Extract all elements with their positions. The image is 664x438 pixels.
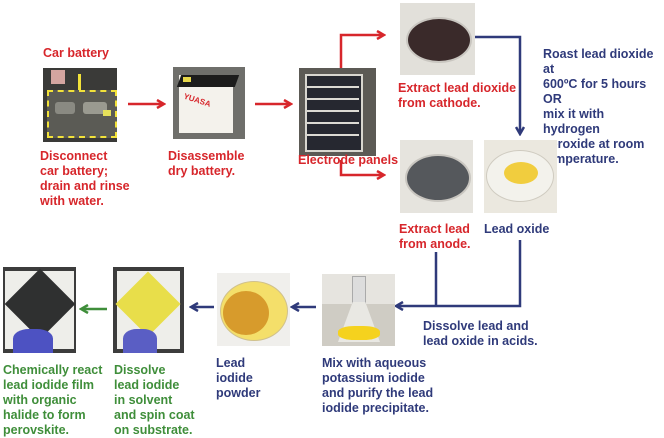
lead-iodide-powder-caption: Lead iodide powder [216,356,261,400]
dissolve-acids-caption: Dissolve lead and lead oxide in acids. [423,319,538,348]
perovskite-caption: Chemically react lead iodide film with o… [3,363,103,437]
car-battery-caption: Disconnect car battery; drain and rinse … [40,149,130,208]
electrode-panels-caption: Electrode panels [298,153,399,167]
spin-coat-caption: Dissolve lead iodide in solvent and spin… [114,363,195,437]
lead-dioxide-dish-photo [400,3,475,75]
lead-iodide-powder-photo [217,273,290,346]
flow-arrows [0,0,664,426]
lead-oxide-caption: Lead oxide [484,222,550,236]
connector-lead-oxide-down [436,240,522,308]
dry-battery-caption: Disassemble dry battery. [168,149,245,178]
arrow-cathode-to-lead-oxide [475,35,520,133]
lead-dish-photo [400,140,473,213]
yellow-film-photo [113,267,184,353]
lead-oxide-dish-photo [484,140,557,213]
roast-caption: Roast lead dioxide at 600ºC for 5 hours … [543,47,654,166]
black-film-photo [3,267,76,353]
dry-battery-photo: YUASA [173,67,245,139]
arrow-electrode-to-cathode [339,35,383,68]
car-battery-photo [43,68,117,142]
cathode-caption: Extract lead dioxide from cathode. [398,81,517,110]
car-battery-title: Car battery [43,46,109,60]
mix-ki-caption: Mix with aqueous potassium iodide and pu… [322,356,434,415]
flask-photo [322,274,395,346]
electrode-panels-photo [299,68,376,156]
arrow-electrode-to-anode [339,160,383,175]
anode-caption: Extract lead from anode. [399,222,471,251]
